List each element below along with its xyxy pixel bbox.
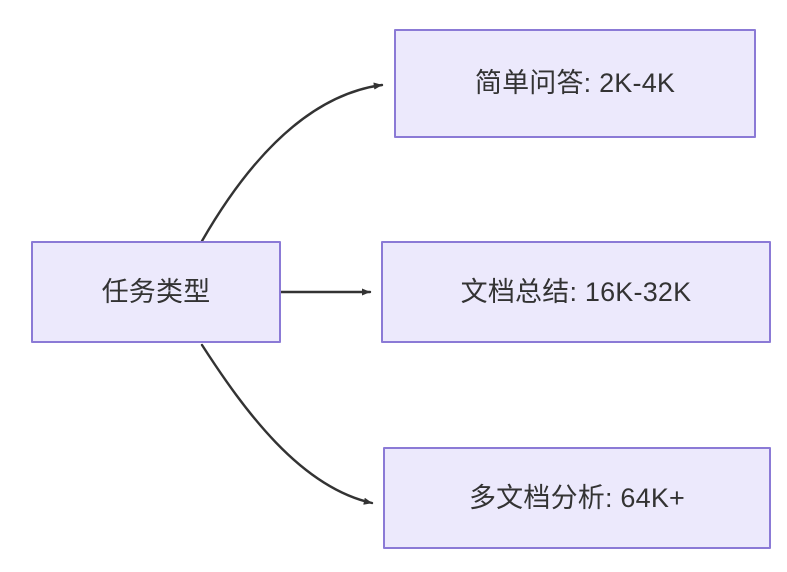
node-doc-summary-label: 文档总结: 16K-32K — [460, 276, 692, 307]
node-task-type[interactable]: 任务类型 — [31, 241, 281, 343]
node-simple-qa[interactable]: 简单问答: 2K-4K — [394, 29, 756, 138]
edge-root-to-multi-doc — [200, 343, 374, 505]
node-simple-qa-label: 简单问答: 2K-4K — [474, 68, 676, 99]
node-doc-summary[interactable]: 文档总结: 16K-32K — [381, 241, 771, 343]
edge-root-to-simple-qa — [200, 82, 384, 243]
node-multi-doc-label: 多文档分析: 64K+ — [468, 482, 685, 513]
node-task-type-label: 任务类型 — [101, 276, 211, 307]
node-multi-doc[interactable]: 多文档分析: 64K+ — [383, 447, 771, 549]
